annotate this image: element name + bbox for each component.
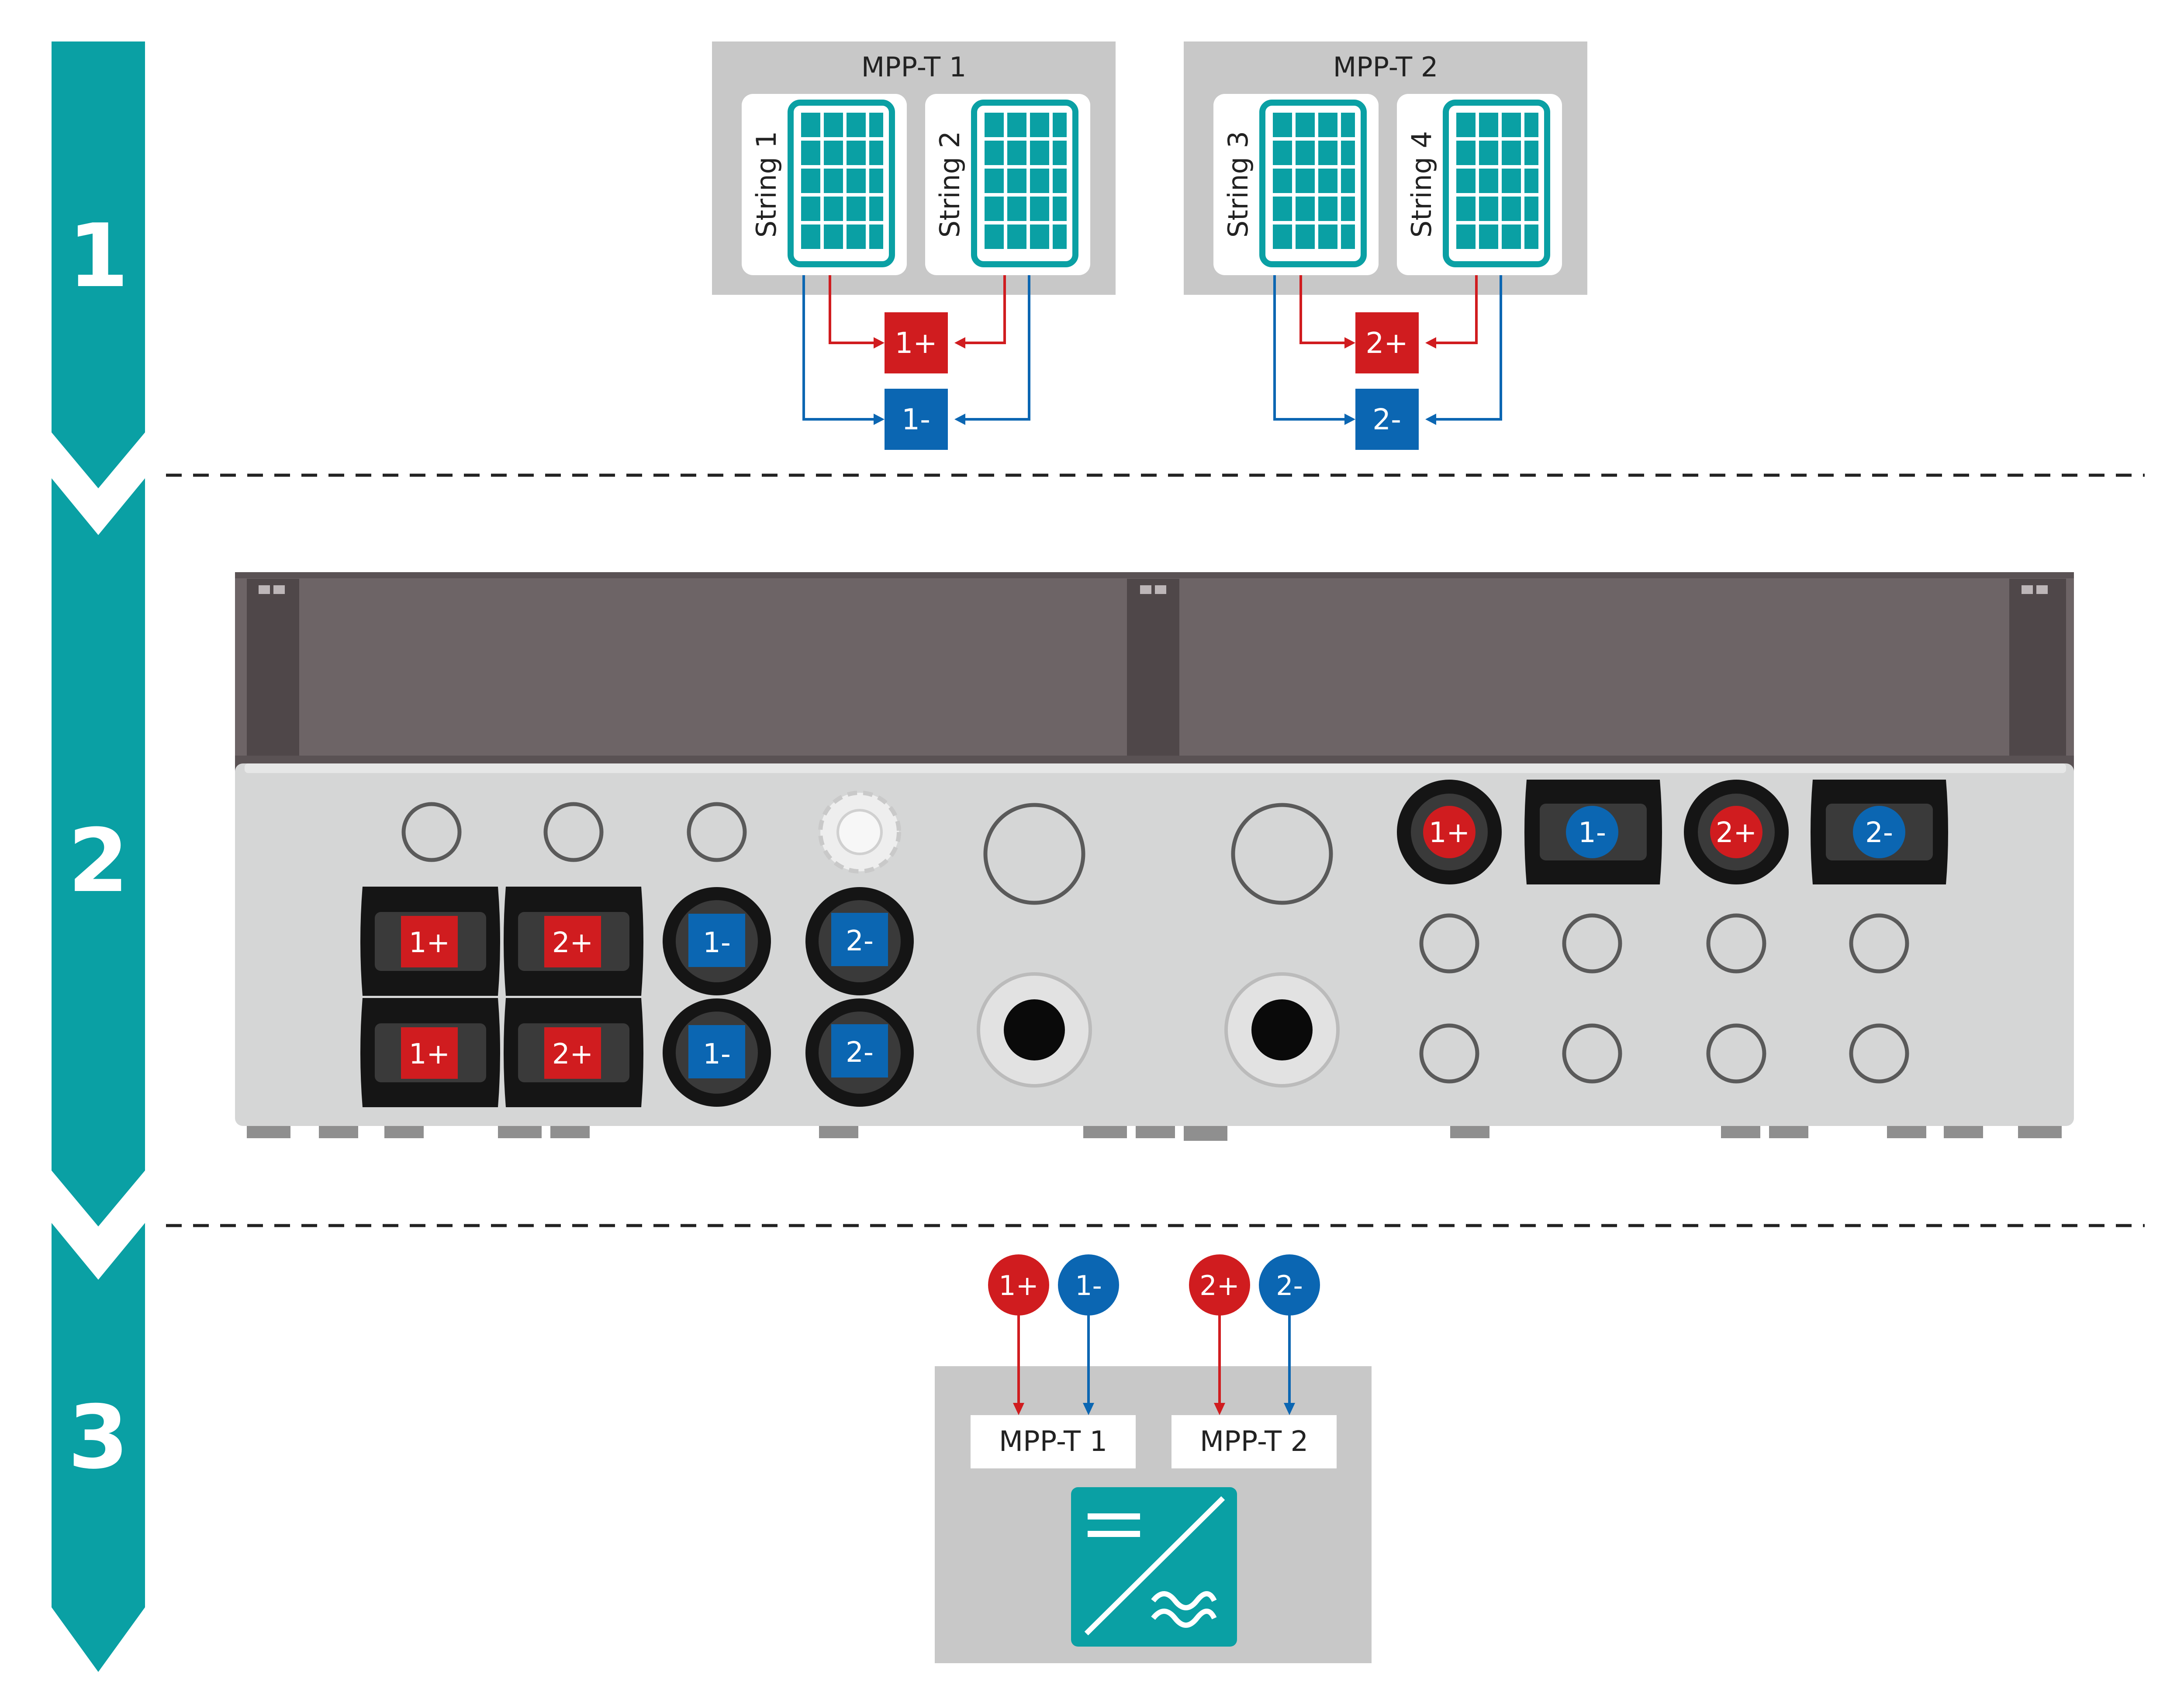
string-label: String 4: [1406, 131, 1438, 238]
input-label: 1+: [999, 1270, 1038, 1302]
connector-label: 2-: [846, 925, 874, 957]
string-card-2: String 2: [925, 94, 1090, 275]
inverter: 1+ 1- 2+ 2- MPP-T 1 MPP-T 2: [935, 1254, 1372, 1663]
inverter-input-2plus: 2+: [1189, 1254, 1250, 1316]
combiner-box: 1+ 1- 2+ 2- 1+: [235, 572, 2074, 1141]
inverter-mppt-label-1: MPP-T 1: [999, 1426, 1107, 1458]
terminal-minus-label: 1-: [902, 403, 930, 436]
connector-label: 2-: [846, 1036, 874, 1069]
top-connector-2plus: 2+: [1684, 780, 1789, 884]
inverter-input-1minus: 1-: [1058, 1254, 1119, 1316]
string-label: String 1: [750, 131, 782, 238]
mc4-connector: 2-: [805, 998, 914, 1107]
solar-panel-icon: [1259, 100, 1367, 267]
input-label: 2+: [1199, 1270, 1239, 1302]
step-number-1: 1: [68, 205, 128, 307]
mc4-connector: 1-: [663, 887, 771, 995]
vent-plug: [818, 791, 901, 874]
input-label: 2-: [1276, 1270, 1303, 1302]
solar-panel-icon: [1443, 100, 1550, 267]
step-arrow-3: 3: [52, 1223, 145, 1672]
mppt-group-1: MPP-T 1 String 1 String 2: [712, 41, 1116, 450]
mc4-connector: 2-: [805, 887, 914, 995]
mc4-connector: 2+: [504, 998, 643, 1107]
mc4-connector: 2+: [504, 887, 643, 996]
mc4-connector: 1+: [360, 887, 500, 996]
wiring-group-1: [802, 275, 1030, 425]
mppt-group-2: MPP-T 2 String 3 String 4: [1184, 41, 1587, 450]
dc-ac-inverter-icon: [1071, 1487, 1237, 1647]
inverter-mppt-label-2: MPP-T 2: [1200, 1426, 1308, 1458]
string-label: String 3: [1222, 131, 1254, 238]
cable-gland-1: [977, 972, 1092, 1088]
inverter-mppt-box-2: [1171, 1415, 1337, 1468]
terminal-plus-2: [1355, 312, 1419, 373]
top-connector-1plus: 1+: [1397, 780, 1502, 884]
string-card-4: String 4: [1397, 94, 1562, 275]
connector-label: 1+: [409, 927, 450, 959]
inverter-mppt-box-1: [971, 1415, 1136, 1468]
mppt-group-title: MPP-T 2: [1333, 51, 1438, 83]
connector-label: 1-: [703, 927, 731, 959]
terminal-minus-2: [1355, 389, 1419, 450]
terminal-minus-label: 2-: [1372, 403, 1401, 436]
solar-panel-icon: [788, 100, 895, 267]
inverter-input-2minus: 2-: [1259, 1254, 1320, 1316]
terminal-plus-label: 2+: [1365, 326, 1408, 360]
step-arrow-2: 2: [52, 478, 145, 1226]
connector-label: 2+: [552, 1038, 593, 1071]
input-label: 1-: [1075, 1270, 1102, 1302]
connector-label: 1+: [409, 1038, 450, 1071]
step-number-2: 2: [68, 810, 128, 912]
step-number-3: 3: [68, 1387, 128, 1488]
step-arrow-1: 1: [52, 41, 145, 488]
top-connector-1minus: 1-: [1524, 780, 1662, 884]
mppt-group-title: MPP-T 1: [861, 51, 967, 83]
terminal-minus-1: [885, 389, 948, 450]
mc4-connector: 1-: [663, 998, 771, 1107]
terminal-plus-1: [885, 312, 948, 373]
connector-label: 1-: [1578, 817, 1606, 849]
connector-label: 2+: [552, 927, 593, 959]
inverter-input-1plus: 1+: [988, 1254, 1049, 1316]
terminal-plus-label: 1+: [895, 326, 937, 360]
solar-panel-icon: [971, 100, 1078, 267]
cable-gland-2: [1224, 972, 1340, 1088]
wiring-group-2: [1273, 275, 1502, 425]
connector-label: 1-: [703, 1038, 731, 1071]
top-connector-2minus: 2-: [1811, 780, 1948, 884]
connector-label: 2+: [1716, 817, 1757, 849]
connector-label: 2-: [1865, 817, 1893, 849]
string-label: String 2: [934, 131, 966, 238]
string-card-1: String 1: [742, 94, 907, 275]
mc4-connector: 1+: [360, 998, 500, 1107]
connector-label: 1+: [1429, 817, 1470, 849]
string-card-3: String 3: [1213, 94, 1379, 275]
